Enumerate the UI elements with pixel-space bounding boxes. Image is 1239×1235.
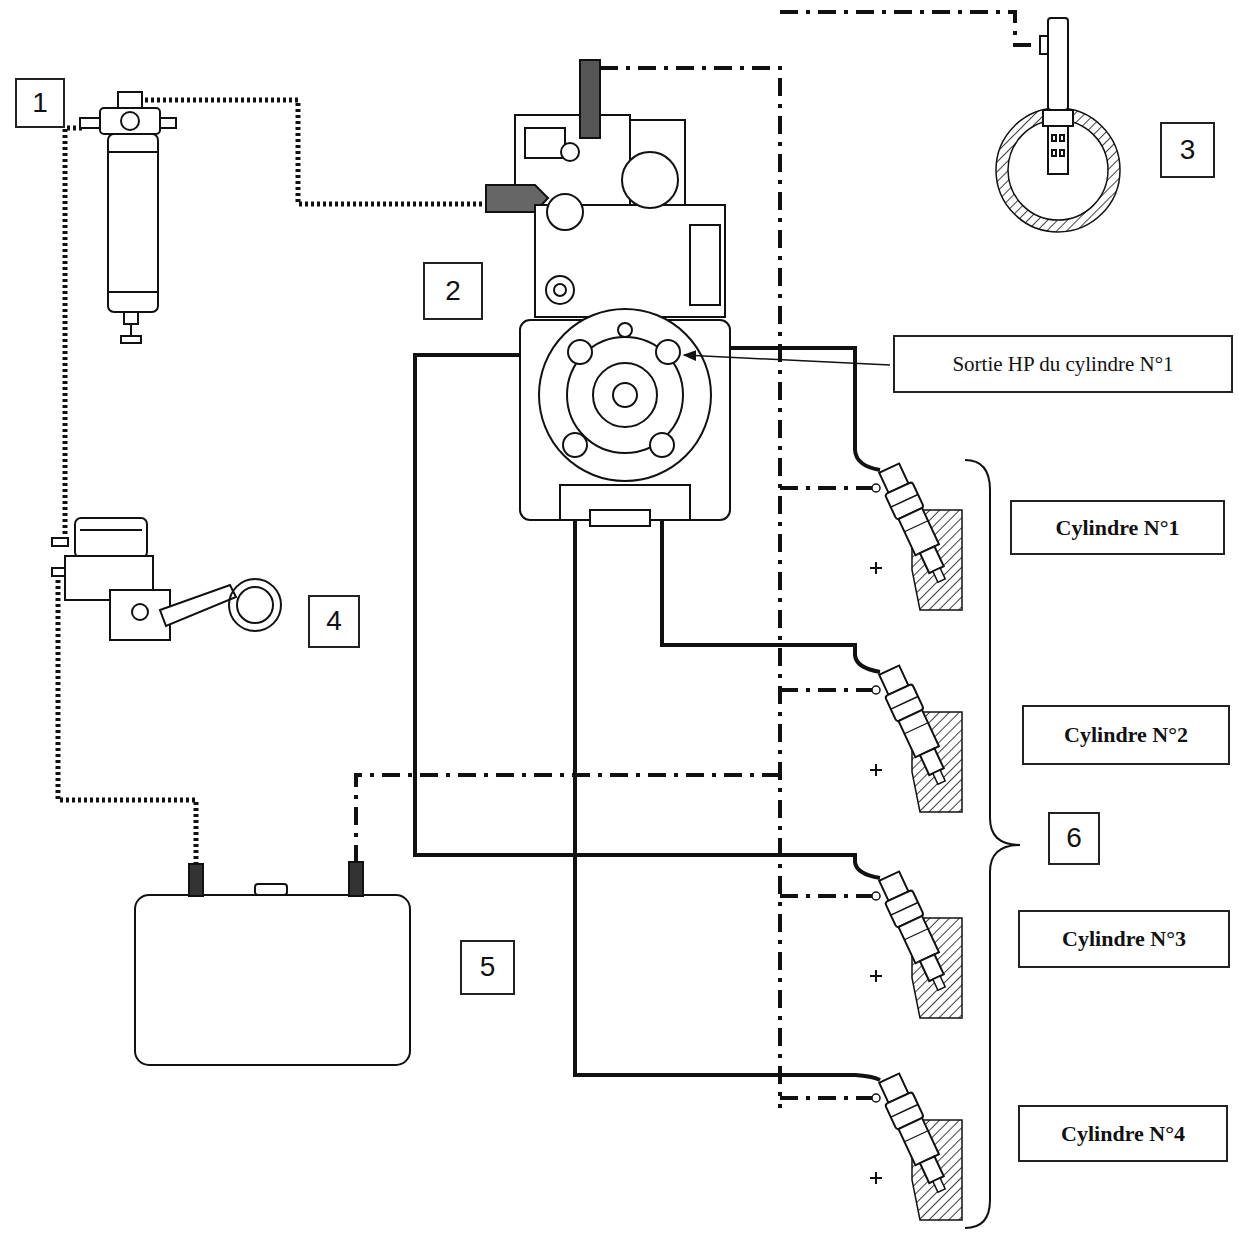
return-line-part	[780, 1096, 872, 1100]
return-line-part	[780, 894, 872, 898]
label-text: 2	[445, 275, 461, 307]
injection-pump-part	[622, 152, 678, 208]
note-box: Sortie HP du cylindre N°1	[893, 335, 1233, 393]
feed-pump-part	[160, 585, 236, 626]
injection-pump-part	[539, 309, 711, 481]
injection-pump-part	[525, 128, 565, 158]
injection-pump-part	[690, 225, 720, 305]
feed-pump-part	[75, 518, 147, 558]
injection-pump-part	[547, 194, 583, 230]
return-line-part	[780, 688, 872, 692]
callout-number: 6	[1048, 812, 1100, 865]
injection-pump-part	[561, 143, 579, 161]
fuel-tank-part	[349, 862, 363, 896]
injection-pump-part	[613, 383, 637, 407]
injection-pump-part	[590, 510, 650, 526]
label-text: Sortie HP du cylindre N°1	[952, 352, 1173, 376]
fuel-filter-part	[121, 112, 139, 130]
start-injector-part	[996, 108, 1120, 232]
label-text: 6	[1066, 822, 1082, 854]
return-line-part	[780, 12, 1040, 45]
injection-pump	[486, 60, 730, 526]
start-injector-part	[1043, 110, 1073, 126]
feed-pump-part	[237, 587, 273, 623]
feed-pump-part	[52, 538, 68, 546]
injection-pump-part	[593, 363, 657, 427]
start-injector	[996, 18, 1120, 232]
fuel-tank-part	[255, 884, 287, 895]
label-text: Cylindre N°1	[1056, 515, 1180, 540]
start-injector-part	[1048, 18, 1068, 110]
label-text: Cylindre N°2	[1064, 722, 1188, 747]
fuel-tank-part	[189, 864, 203, 896]
injection-pump-part	[618, 323, 632, 337]
fuel-filter-part	[121, 336, 141, 343]
return-line-part	[780, 486, 872, 490]
fuel-filter-part	[100, 108, 160, 134]
injector-part	[870, 870, 962, 1018]
callout-number: 4	[308, 595, 360, 648]
cylinder-label: Cylindre N°1	[1010, 500, 1225, 555]
callout-number: 1	[15, 78, 65, 128]
group-bracket	[965, 460, 1020, 1228]
injection-pump-part	[580, 60, 600, 138]
label-text: 5	[480, 951, 496, 983]
injection-pump-part	[568, 340, 592, 364]
feed-line-part	[145, 100, 486, 204]
leader-line	[684, 355, 890, 365]
label-text: Cylindre N°3	[1062, 926, 1186, 951]
fuel-filter-part	[108, 291, 158, 293]
callout-number: 2	[423, 262, 483, 320]
callout-number: 3	[1160, 122, 1215, 178]
fuel-filter	[80, 92, 176, 343]
return-line-part	[356, 775, 780, 866]
injection-pump-part	[563, 433, 587, 457]
feed-pump-part	[132, 604, 148, 620]
start-injector-part	[1060, 150, 1064, 156]
fuel-filter-part	[108, 151, 158, 153]
cylinder-label: Cylindre N°2	[1022, 705, 1230, 765]
injector-part	[870, 664, 962, 812]
feed-pump-part	[229, 579, 281, 631]
return-line	[356, 12, 1040, 1108]
injection-pump-part	[650, 433, 674, 457]
start-injector-part	[1008, 120, 1108, 220]
injector-part	[870, 462, 962, 610]
start-injector-part	[1002, 114, 1114, 226]
cylinder-label: Cylindre N°4	[1018, 1105, 1228, 1162]
callout-number: 5	[460, 940, 515, 995]
feed-line-part	[65, 128, 82, 540]
fuel-tank-part	[135, 895, 410, 1065]
feed-pump-part	[80, 529, 142, 531]
start-injector-part	[1048, 126, 1068, 174]
injector	[870, 462, 962, 1220]
start-injector-part	[1052, 150, 1056, 156]
label-text: 3	[1180, 134, 1196, 166]
feed-pump	[52, 518, 281, 640]
injection-pump-part	[546, 276, 574, 304]
cylinder-label: Cylindre N°3	[1018, 910, 1230, 968]
fuel-tank	[135, 862, 410, 1065]
start-injector-part	[1060, 135, 1064, 141]
label-text: Cylindre N°4	[1061, 1121, 1185, 1146]
fuel-filter-part	[124, 312, 138, 324]
label-text: 1	[32, 87, 48, 119]
feed-line	[58, 100, 486, 866]
label-text: 4	[326, 605, 342, 637]
injector-part	[870, 1072, 962, 1220]
injection-pump-part	[656, 340, 680, 364]
injection-pump-part	[554, 284, 566, 296]
fuel-filter-part	[118, 92, 142, 108]
start-injector-part	[1052, 135, 1056, 141]
fuel-filter-part	[108, 134, 158, 312]
high-pressure-line-part	[575, 445, 880, 1080]
